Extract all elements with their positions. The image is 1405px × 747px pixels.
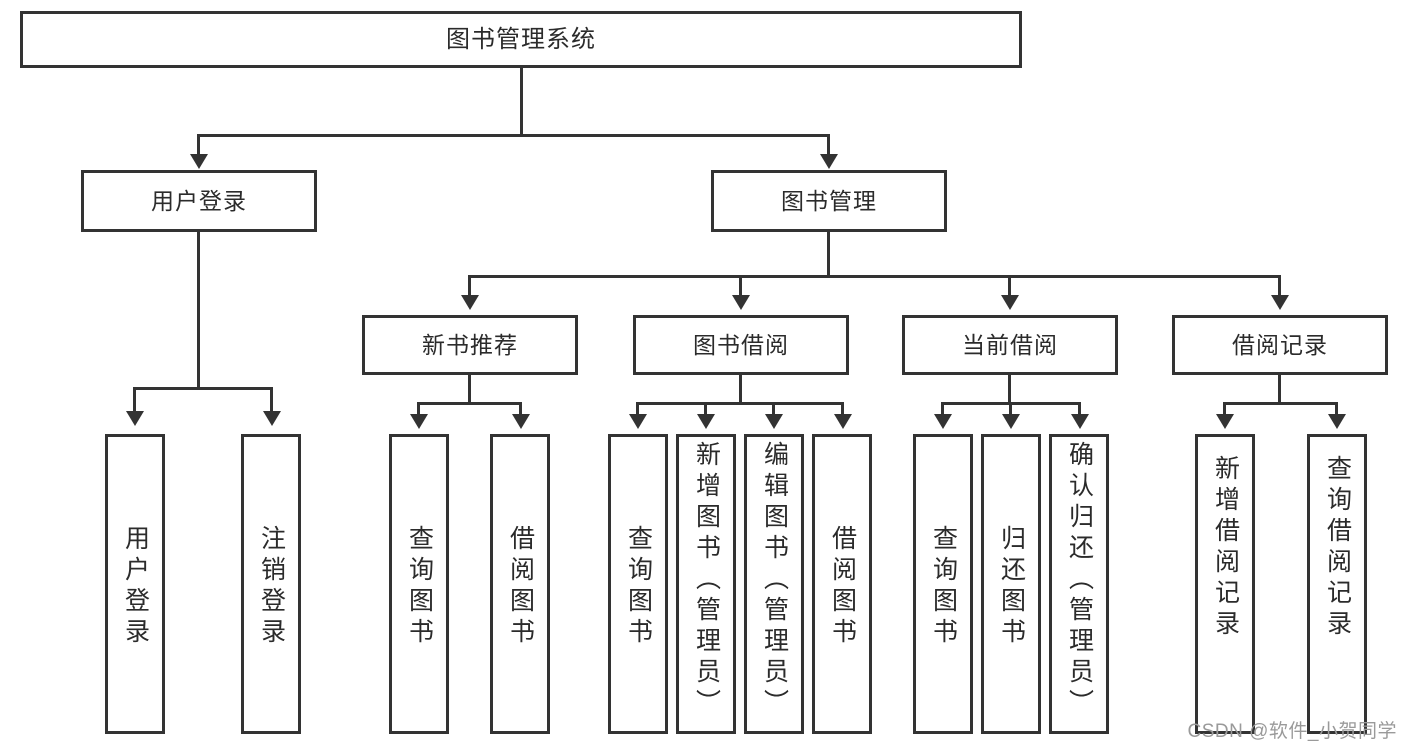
connector-log-to-leaf-0 bbox=[1223, 402, 1226, 416]
connector-user-bus bbox=[133, 387, 273, 390]
connector-root-bus bbox=[197, 134, 829, 137]
node-label: 图书管理 bbox=[781, 187, 877, 214]
arrow-rec-to-leaf-0 bbox=[410, 414, 428, 429]
connector-root-stem bbox=[520, 68, 523, 136]
connector-bor-bus bbox=[636, 402, 844, 405]
node-label: 归还图书 bbox=[997, 525, 1026, 649]
connector-bor-to-leaf-0 bbox=[636, 402, 639, 416]
arrow-root-to-user bbox=[190, 154, 208, 169]
node-label: 图书管理系统 bbox=[446, 25, 596, 53]
connector-bor-to-leaf-3 bbox=[841, 402, 844, 416]
arrow-book-to-bor bbox=[732, 295, 750, 310]
node-label: 查询图书 bbox=[405, 525, 434, 649]
node-label: 用户登录 bbox=[121, 525, 150, 649]
leaf-bor-borrow-book[interactable]: 借阅图书 bbox=[812, 434, 872, 734]
node-user-login[interactable]: 用户登录 bbox=[81, 170, 317, 232]
leaf-user-logout[interactable]: 注销登录 bbox=[241, 434, 301, 734]
arrow-cur-to-leaf-2 bbox=[1071, 414, 1089, 429]
arrow-bor-to-leaf-3 bbox=[834, 414, 852, 429]
leaf-rec-query-book[interactable]: 查询图书 bbox=[389, 434, 449, 734]
arrow-user-to-leaf-0 bbox=[126, 411, 144, 426]
node-label: 借阅记录 bbox=[1232, 331, 1328, 358]
leaf-bor-add-book-admin[interactable]: 新增图书（管理员） bbox=[676, 434, 736, 734]
node-book-borrow[interactable]: 图书借阅 bbox=[633, 315, 849, 375]
connector-log-to-leaf-1 bbox=[1335, 402, 1338, 416]
leaf-log-add-record[interactable]: 新增借阅记录 bbox=[1195, 434, 1255, 734]
arrow-bor-to-leaf-1 bbox=[697, 414, 715, 429]
node-new-book-recommend[interactable]: 新书推荐 bbox=[362, 315, 578, 375]
leaf-cur-return-book[interactable]: 归还图书 bbox=[981, 434, 1041, 734]
connector-book-bus bbox=[468, 275, 1280, 278]
arrow-log-to-leaf-1 bbox=[1328, 414, 1346, 429]
connector-cur-to-leaf-2 bbox=[1078, 402, 1081, 416]
connector-rec-to-leaf-0 bbox=[417, 402, 420, 416]
leaf-cur-confirm-return-admin[interactable]: 确认归还（管理员） bbox=[1049, 434, 1109, 734]
connector-bor-to-leaf-2 bbox=[772, 402, 775, 416]
arrow-bor-to-leaf-0 bbox=[629, 414, 647, 429]
connector-rec-stem bbox=[468, 375, 471, 405]
connector-rec-to-leaf-1 bbox=[519, 402, 522, 416]
node-label: 查询图书 bbox=[624, 525, 653, 649]
arrow-bor-to-leaf-2 bbox=[765, 414, 783, 429]
node-book-management[interactable]: 图书管理 bbox=[711, 170, 947, 232]
node-label: 编辑图书（管理员） bbox=[760, 441, 789, 720]
node-label: 确认归还（管理员） bbox=[1065, 441, 1094, 720]
node-label: 新书推荐 bbox=[422, 331, 518, 358]
node-label: 用户登录 bbox=[151, 187, 247, 214]
node-borrow-log[interactable]: 借阅记录 bbox=[1172, 315, 1388, 375]
leaf-bor-edit-book-admin[interactable]: 编辑图书（管理员） bbox=[744, 434, 804, 734]
node-label: 查询借阅记录 bbox=[1323, 455, 1352, 641]
arrow-cur-to-leaf-0 bbox=[934, 414, 952, 429]
connector-cur-stem bbox=[1008, 375, 1011, 405]
connector-log-stem bbox=[1278, 375, 1281, 405]
csdn-watermark: CSDN @软件_小贺同学 bbox=[1187, 721, 1397, 742]
connector-bor-to-leaf-1 bbox=[704, 402, 707, 416]
leaf-user-login[interactable]: 用户登录 bbox=[105, 434, 165, 734]
arrow-root-to-book bbox=[820, 154, 838, 169]
arrow-cur-to-leaf-1 bbox=[1002, 414, 1020, 429]
connector-user-stem bbox=[197, 232, 200, 390]
node-label: 当前借阅 bbox=[962, 331, 1058, 358]
node-label: 新增图书（管理员） bbox=[692, 441, 721, 720]
node-root-system[interactable]: 图书管理系统 bbox=[20, 11, 1022, 68]
node-label: 借阅图书 bbox=[506, 525, 535, 649]
connector-book-to-bor bbox=[739, 275, 742, 297]
connector-user-to-leaf-1 bbox=[270, 387, 273, 413]
node-label: 借阅图书 bbox=[828, 525, 857, 649]
leaf-log-query-record[interactable]: 查询借阅记录 bbox=[1307, 434, 1367, 734]
leaf-bor-query-book[interactable]: 查询图书 bbox=[608, 434, 668, 734]
connector-cur-to-leaf-1 bbox=[1009, 402, 1012, 416]
node-label: 新增借阅记录 bbox=[1211, 455, 1240, 641]
connector-root-to-book bbox=[827, 134, 830, 156]
leaf-rec-borrow-book[interactable]: 借阅图书 bbox=[490, 434, 550, 734]
connector-log-bus bbox=[1223, 402, 1338, 405]
connector-book-to-cur bbox=[1008, 275, 1011, 297]
connector-cur-to-leaf-0 bbox=[941, 402, 944, 416]
connector-book-to-rec bbox=[468, 275, 471, 297]
arrow-log-to-leaf-0 bbox=[1216, 414, 1234, 429]
arrow-book-to-cur bbox=[1001, 295, 1019, 310]
node-label: 注销登录 bbox=[257, 525, 286, 649]
arrow-user-to-leaf-1 bbox=[263, 411, 281, 426]
node-label: 查询图书 bbox=[929, 525, 958, 649]
leaf-cur-query-book[interactable]: 查询图书 bbox=[913, 434, 973, 734]
connector-user-to-leaf-0 bbox=[133, 387, 136, 413]
arrow-book-to-log bbox=[1271, 295, 1289, 310]
connector-book-to-log bbox=[1278, 275, 1281, 297]
node-label: 图书借阅 bbox=[693, 331, 789, 358]
connector-rec-bus bbox=[417, 402, 522, 405]
arrow-rec-to-leaf-1 bbox=[512, 414, 530, 429]
node-current-borrow[interactable]: 当前借阅 bbox=[902, 315, 1118, 375]
connector-book-stem bbox=[827, 232, 830, 278]
connector-bor-stem bbox=[739, 375, 742, 405]
connector-root-to-user bbox=[197, 134, 200, 156]
arrow-book-to-rec bbox=[461, 295, 479, 310]
